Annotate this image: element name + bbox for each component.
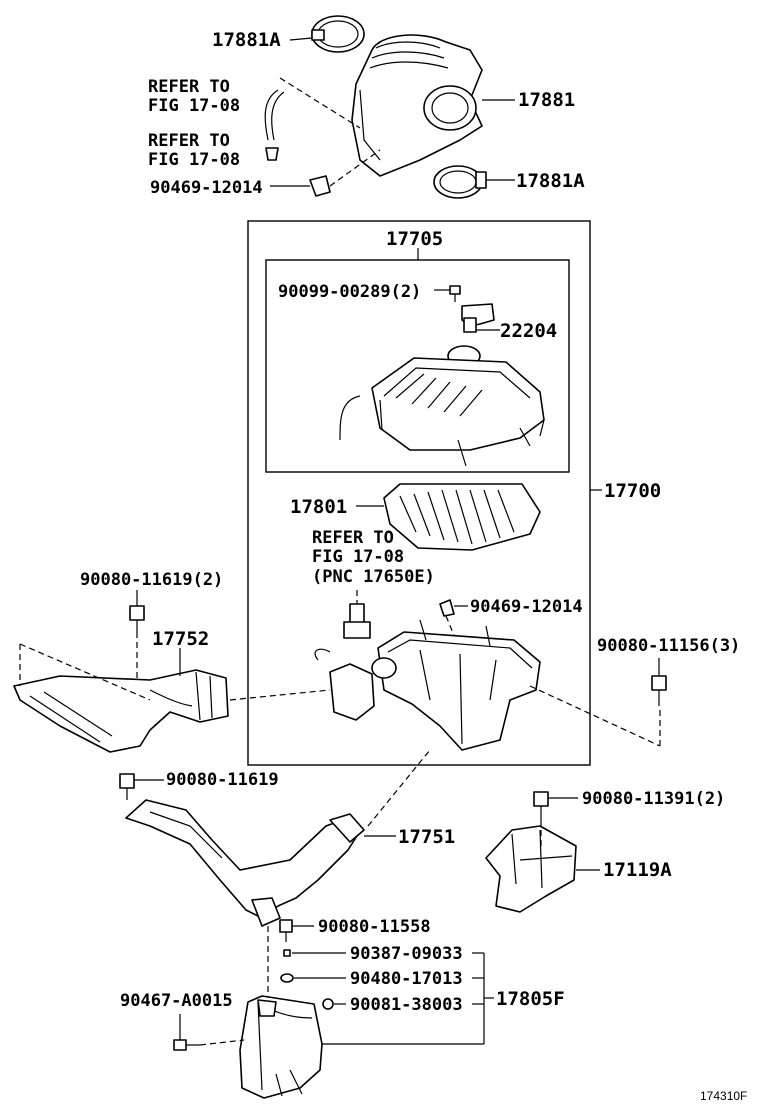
- resonator-17805F-part: [239, 995, 323, 1099]
- label-22204: 22204: [500, 320, 557, 342]
- label-90469-mid: 90469-12014: [470, 597, 583, 617]
- assembly-17700-frame: [247, 220, 591, 766]
- clip-top-part: [309, 175, 331, 197]
- clip-90467-part: [173, 1039, 200, 1051]
- label-17801: 17801: [290, 496, 347, 518]
- label-17705: 17705: [386, 228, 443, 250]
- intake-hose-part: [351, 34, 483, 177]
- label-90080-11619-2: 90080-11619(2): [80, 570, 223, 590]
- bolt-90080-11558-part: [279, 919, 293, 942]
- label-90387: 90387-09033: [350, 944, 463, 964]
- label-17805F: 17805F: [496, 988, 565, 1010]
- sensor-22204-part: [461, 303, 495, 333]
- label-17751: 17751: [398, 826, 455, 848]
- cleaner-case-part: [314, 619, 541, 751]
- label-refer2-a: REFER TO: [148, 131, 230, 151]
- screw-90099-part: [449, 285, 461, 302]
- clamp-bottom-part: [433, 165, 487, 199]
- label-90080-11558: 90080-11558: [318, 917, 431, 937]
- bolt-90080-11619-2-part: [129, 605, 145, 632]
- label-90080-11391: 90080-11391(2): [582, 789, 725, 809]
- grommet-90387-part: [283, 949, 291, 957]
- bolt-90080-11391-part: [533, 791, 549, 820]
- valve-part: [343, 603, 371, 639]
- assembly-17705-frame: [265, 259, 570, 473]
- label-17700: 17700: [604, 480, 661, 502]
- washer-90480-part: [280, 973, 294, 983]
- label-90480: 90480-17013: [350, 969, 463, 989]
- label-17881A-top: 17881A: [212, 29, 281, 51]
- bolt-90080-11156-part: [651, 675, 667, 706]
- hose-pipe-part: [264, 89, 285, 161]
- label-90081: 90081-38003: [350, 995, 463, 1015]
- nut-90081-part: [322, 998, 334, 1010]
- label-refer2-b: FIG 17-08: [148, 150, 240, 170]
- bracket-17119A-part: [485, 825, 577, 913]
- bolt-90080-11619-part: [119, 773, 135, 800]
- label-90099: 90099-00289(2): [278, 282, 421, 302]
- duct-17751-part: [125, 799, 365, 927]
- clip-mid-part: [439, 599, 455, 617]
- cleaner-cap-part: [339, 345, 545, 467]
- figure-id: 174310F: [700, 1089, 747, 1103]
- label-refer3-a: REFER TO: [312, 528, 394, 548]
- label-refer1-b: FIG 17-08: [148, 96, 240, 116]
- label-refer3-b: FIG 17-08: [312, 547, 404, 567]
- label-90080-11156: 90080-11156(3): [597, 636, 740, 656]
- label-90080-11619: 90080-11619: [166, 770, 279, 790]
- clamp-top-part: [311, 15, 365, 53]
- label-17752: 17752: [152, 628, 209, 650]
- duct-17752-part: [13, 669, 229, 753]
- label-17119A: 17119A: [603, 859, 672, 881]
- label-17881: 17881: [518, 89, 575, 111]
- label-17881A-bottom: 17881A: [516, 170, 585, 192]
- label-refer3-c: (PNC 17650E): [312, 567, 435, 587]
- filter-element-part: [383, 483, 541, 551]
- label-90469-top: 90469-12014: [150, 178, 263, 198]
- label-90467: 90467-A0015: [120, 991, 233, 1011]
- label-refer1-a: REFER TO: [148, 77, 230, 97]
